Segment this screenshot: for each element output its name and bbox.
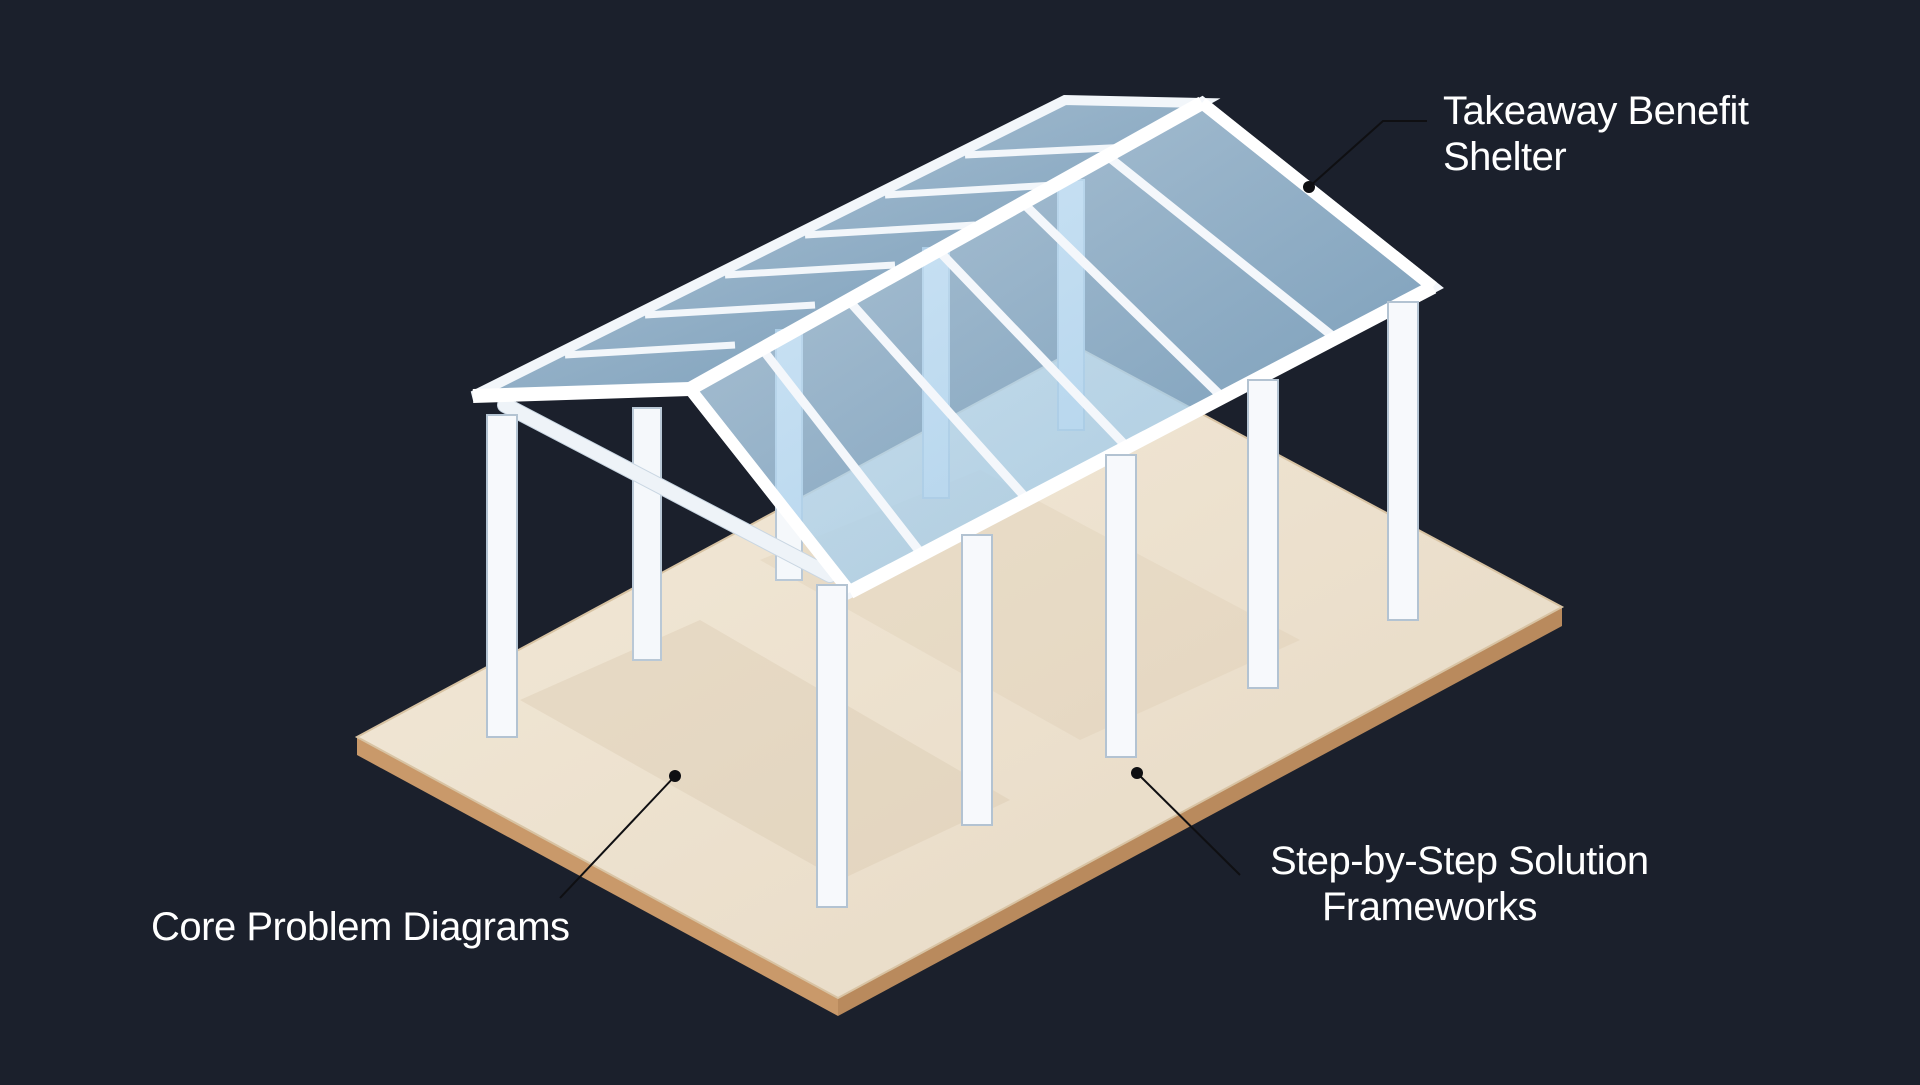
leader-dot xyxy=(1303,181,1315,193)
callout-bottom-right: Step-by-Step Solution Frameworks xyxy=(1270,838,1649,930)
left-eave xyxy=(473,389,690,396)
post xyxy=(1388,302,1418,620)
post xyxy=(633,408,661,660)
callout-bottom-right-line1: Step-by-Step Solution xyxy=(1270,838,1649,884)
leader-top-right xyxy=(1309,121,1427,187)
post xyxy=(817,585,847,907)
post xyxy=(1248,380,1278,688)
callout-bottom-left-line1: Core Problem Diagrams xyxy=(151,904,570,950)
post xyxy=(1106,455,1136,757)
post xyxy=(487,415,517,737)
callout-top-right-line1: Takeaway Benefit xyxy=(1443,88,1749,134)
callout-bottom-right-line2: Frameworks xyxy=(1270,884,1649,930)
post xyxy=(962,535,992,825)
leader-dot xyxy=(1131,767,1143,779)
leader-dot xyxy=(669,770,681,782)
callout-bottom-left: Core Problem Diagrams xyxy=(151,904,570,950)
callout-top-right-line2: Shelter xyxy=(1443,134,1749,180)
callout-top-right: Takeaway Benefit Shelter xyxy=(1443,88,1749,180)
